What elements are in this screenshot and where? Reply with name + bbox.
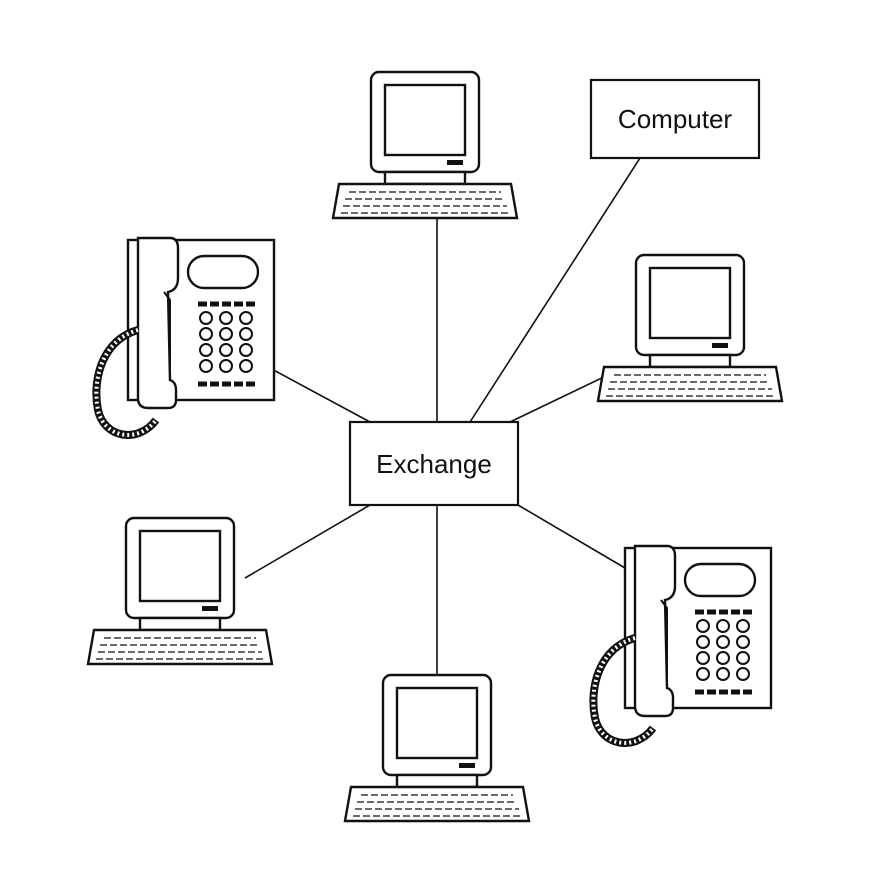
link-computer bbox=[469, 157, 641, 423]
exchange-label: Exchange bbox=[376, 449, 492, 479]
link-lower-right-phone bbox=[517, 504, 626, 569]
connection-lines bbox=[244, 157, 641, 680]
terminal-left-icon bbox=[86, 516, 274, 666]
computer-node: Computer bbox=[589, 78, 761, 160]
link-right-terminal bbox=[509, 374, 609, 423]
terminal-top-icon bbox=[331, 70, 519, 220]
link-left-terminal bbox=[244, 504, 371, 579]
computer-label: Computer bbox=[618, 104, 732, 134]
telephone-upper-left-icon bbox=[96, 238, 274, 435]
terminal-right-icon bbox=[596, 253, 784, 403]
exchange-node: Exchange bbox=[348, 420, 520, 507]
telephone-lower-right-icon bbox=[593, 546, 771, 743]
terminal-bottom-icon bbox=[343, 673, 531, 823]
